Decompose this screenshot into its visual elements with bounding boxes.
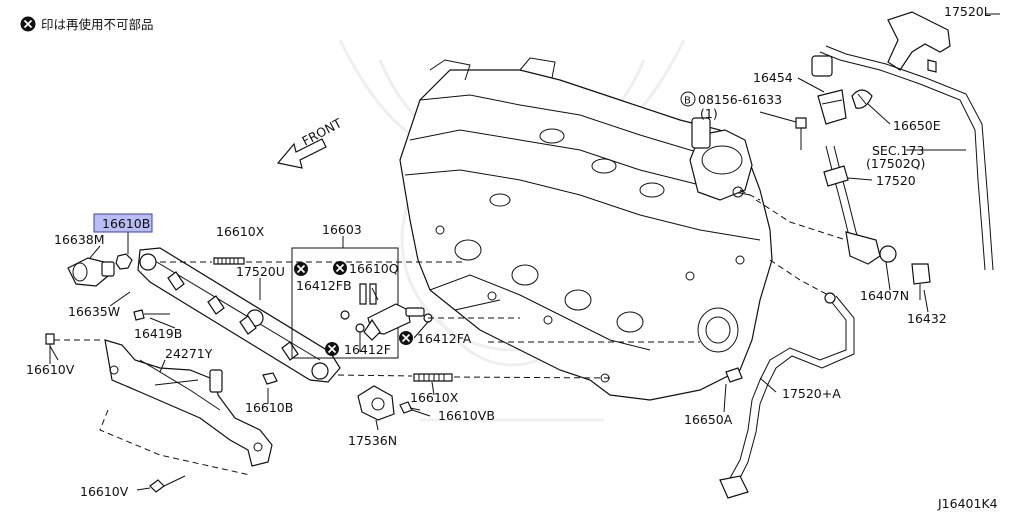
label-16412FA: 16412FA [417, 331, 472, 346]
part-labels: 16610B 16638M 16635W 16419B 16610V 24271… [26, 4, 998, 511]
bolt-16610V-top [45, 333, 55, 364]
label-16635W: 16635W [68, 304, 120, 319]
hose-clip-16454 [817, 89, 847, 125]
non-reusable-mark-icon [294, 262, 308, 276]
label-17520A: 17520+A [782, 386, 841, 401]
label-16419B: 16419B [134, 326, 182, 341]
diagram-id: J16401K4 [937, 496, 998, 511]
label-sec173-sub: (17502Q) [866, 156, 925, 171]
label-16610B-top: 16610B [102, 216, 150, 231]
circled-b-icon: B [680, 91, 696, 107]
guide-lines [50, 189, 847, 476]
bolt-16419B [133, 309, 170, 321]
label-16610B-bottom: 16610B [245, 400, 293, 415]
label-16412FB: 16412FB [296, 278, 352, 293]
fuel-pump-assembly [689, 117, 753, 201]
label-16610X-top: 16610X [216, 224, 265, 239]
label-17520U: 17520U [236, 264, 285, 279]
fuel-hose-upper [811, 11, 994, 271]
label-sec173: SEC.173 [872, 143, 924, 158]
highlight-box [93, 213, 153, 233]
label-16610VB: 16610VB [438, 408, 495, 423]
cam-sensor [357, 385, 421, 421]
legend-text: 印は再使用不可部品 [41, 17, 154, 32]
non-reusable-mark-icon [325, 342, 339, 356]
label-08156-qty: (1) [700, 106, 718, 121]
label-16610V-top: 16610V [26, 362, 75, 377]
label-16454: 16454 [753, 70, 793, 85]
label-16638M: 16638M [54, 232, 105, 247]
leader-lines [49, 13, 1000, 491]
stud-16610X-top [213, 257, 245, 265]
svg-text:B: B [684, 96, 691, 107]
nut-16610B-bottom [262, 372, 278, 385]
bracket [104, 339, 273, 467]
label-17520L: 17520L [944, 4, 991, 19]
label-16432: 16432 [907, 311, 947, 326]
label-08156-61633: 08156-61633 [698, 92, 782, 107]
fuel-pressure-sensor [67, 253, 133, 287]
label-24271Y: 24271Y [165, 346, 213, 361]
label-16610Q: 16610Q [349, 261, 399, 276]
label-16412F: 16412F [344, 342, 391, 357]
non-reusable-mark-icon [399, 331, 413, 345]
label-17536N: 17536N [348, 433, 397, 448]
label-16407N: 16407N [860, 288, 909, 303]
front-arrow: FRONT [276, 115, 344, 169]
injector-group [291, 247, 433, 359]
clamp-16650E [851, 89, 873, 109]
non-reusable-mark-icon [333, 261, 347, 275]
label-17520: 17520 [876, 173, 916, 188]
fuel-feed-tube [823, 145, 931, 300]
label-16610V-bottom: 16610V [80, 484, 129, 499]
fuel-rail [137, 247, 341, 383]
label-16603: 16603 [322, 222, 362, 237]
stud-16610X-bottom [413, 373, 453, 382]
fuel-tube-lower [719, 292, 855, 499]
label-16650E: 16650E [893, 118, 941, 133]
label-16610X-bottom: 16610X [410, 390, 459, 405]
legend: 印は再使用不可部品 [20, 16, 154, 32]
bolt-16610V-bottom [149, 475, 186, 493]
label-16650A: 16650A [684, 412, 733, 427]
bolt-08156-61633 [795, 117, 807, 150]
